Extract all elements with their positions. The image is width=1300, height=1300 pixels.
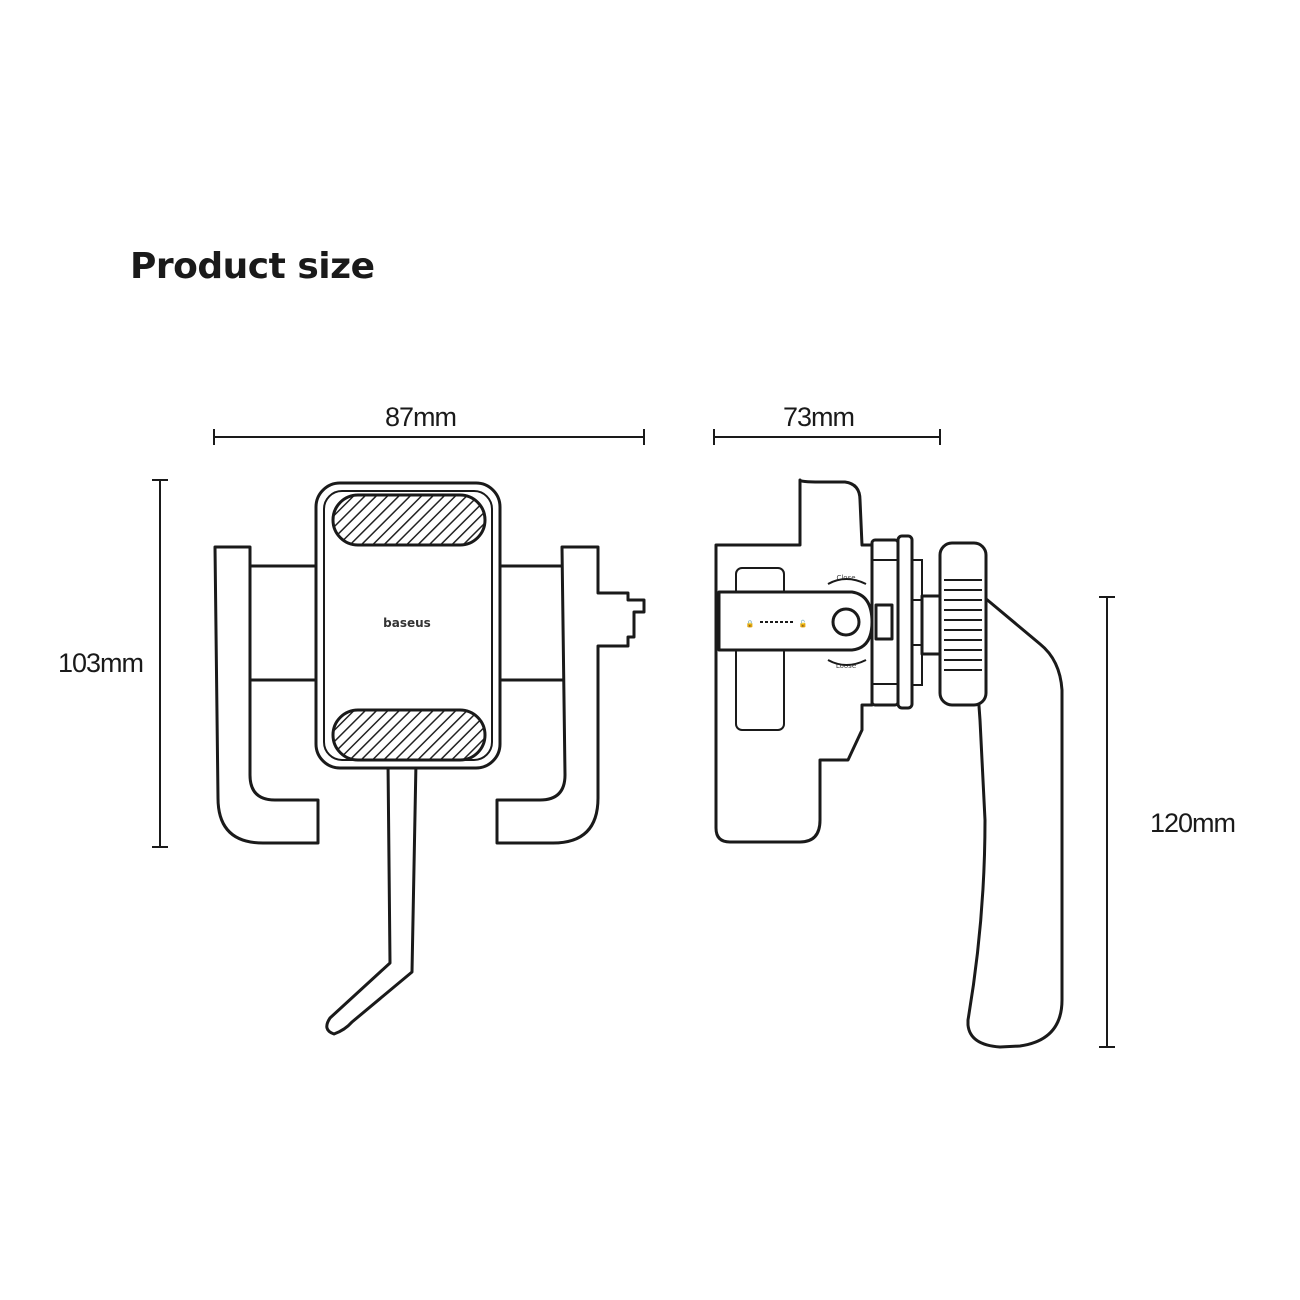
page-title: Product size — [130, 246, 375, 287]
side-view-drawing: 🔒 🔓 Close Loose — [714, 478, 1064, 1049]
front-height-dimension-label: 103mm — [58, 648, 144, 678]
side-height-dimension-line — [1099, 596, 1115, 1048]
depth-dimension-label: 73mm — [783, 402, 855, 432]
svg-text:🔒: 🔒 — [746, 620, 755, 628]
width-dimension-label: 87mm — [385, 402, 457, 432]
depth-dimension-line — [713, 429, 941, 445]
brand-logo: baseus — [383, 616, 431, 630]
front-height-dimension-line — [152, 479, 168, 848]
width-dimension-line — [213, 429, 645, 445]
svg-text:🔓: 🔓 — [799, 619, 808, 628]
top-grip-pad — [331, 493, 487, 547]
front-view-drawing: baseus — [213, 481, 646, 1036]
side-height-dimension-label: 120mm — [1150, 808, 1236, 838]
bottom-grip-pad — [331, 708, 487, 762]
